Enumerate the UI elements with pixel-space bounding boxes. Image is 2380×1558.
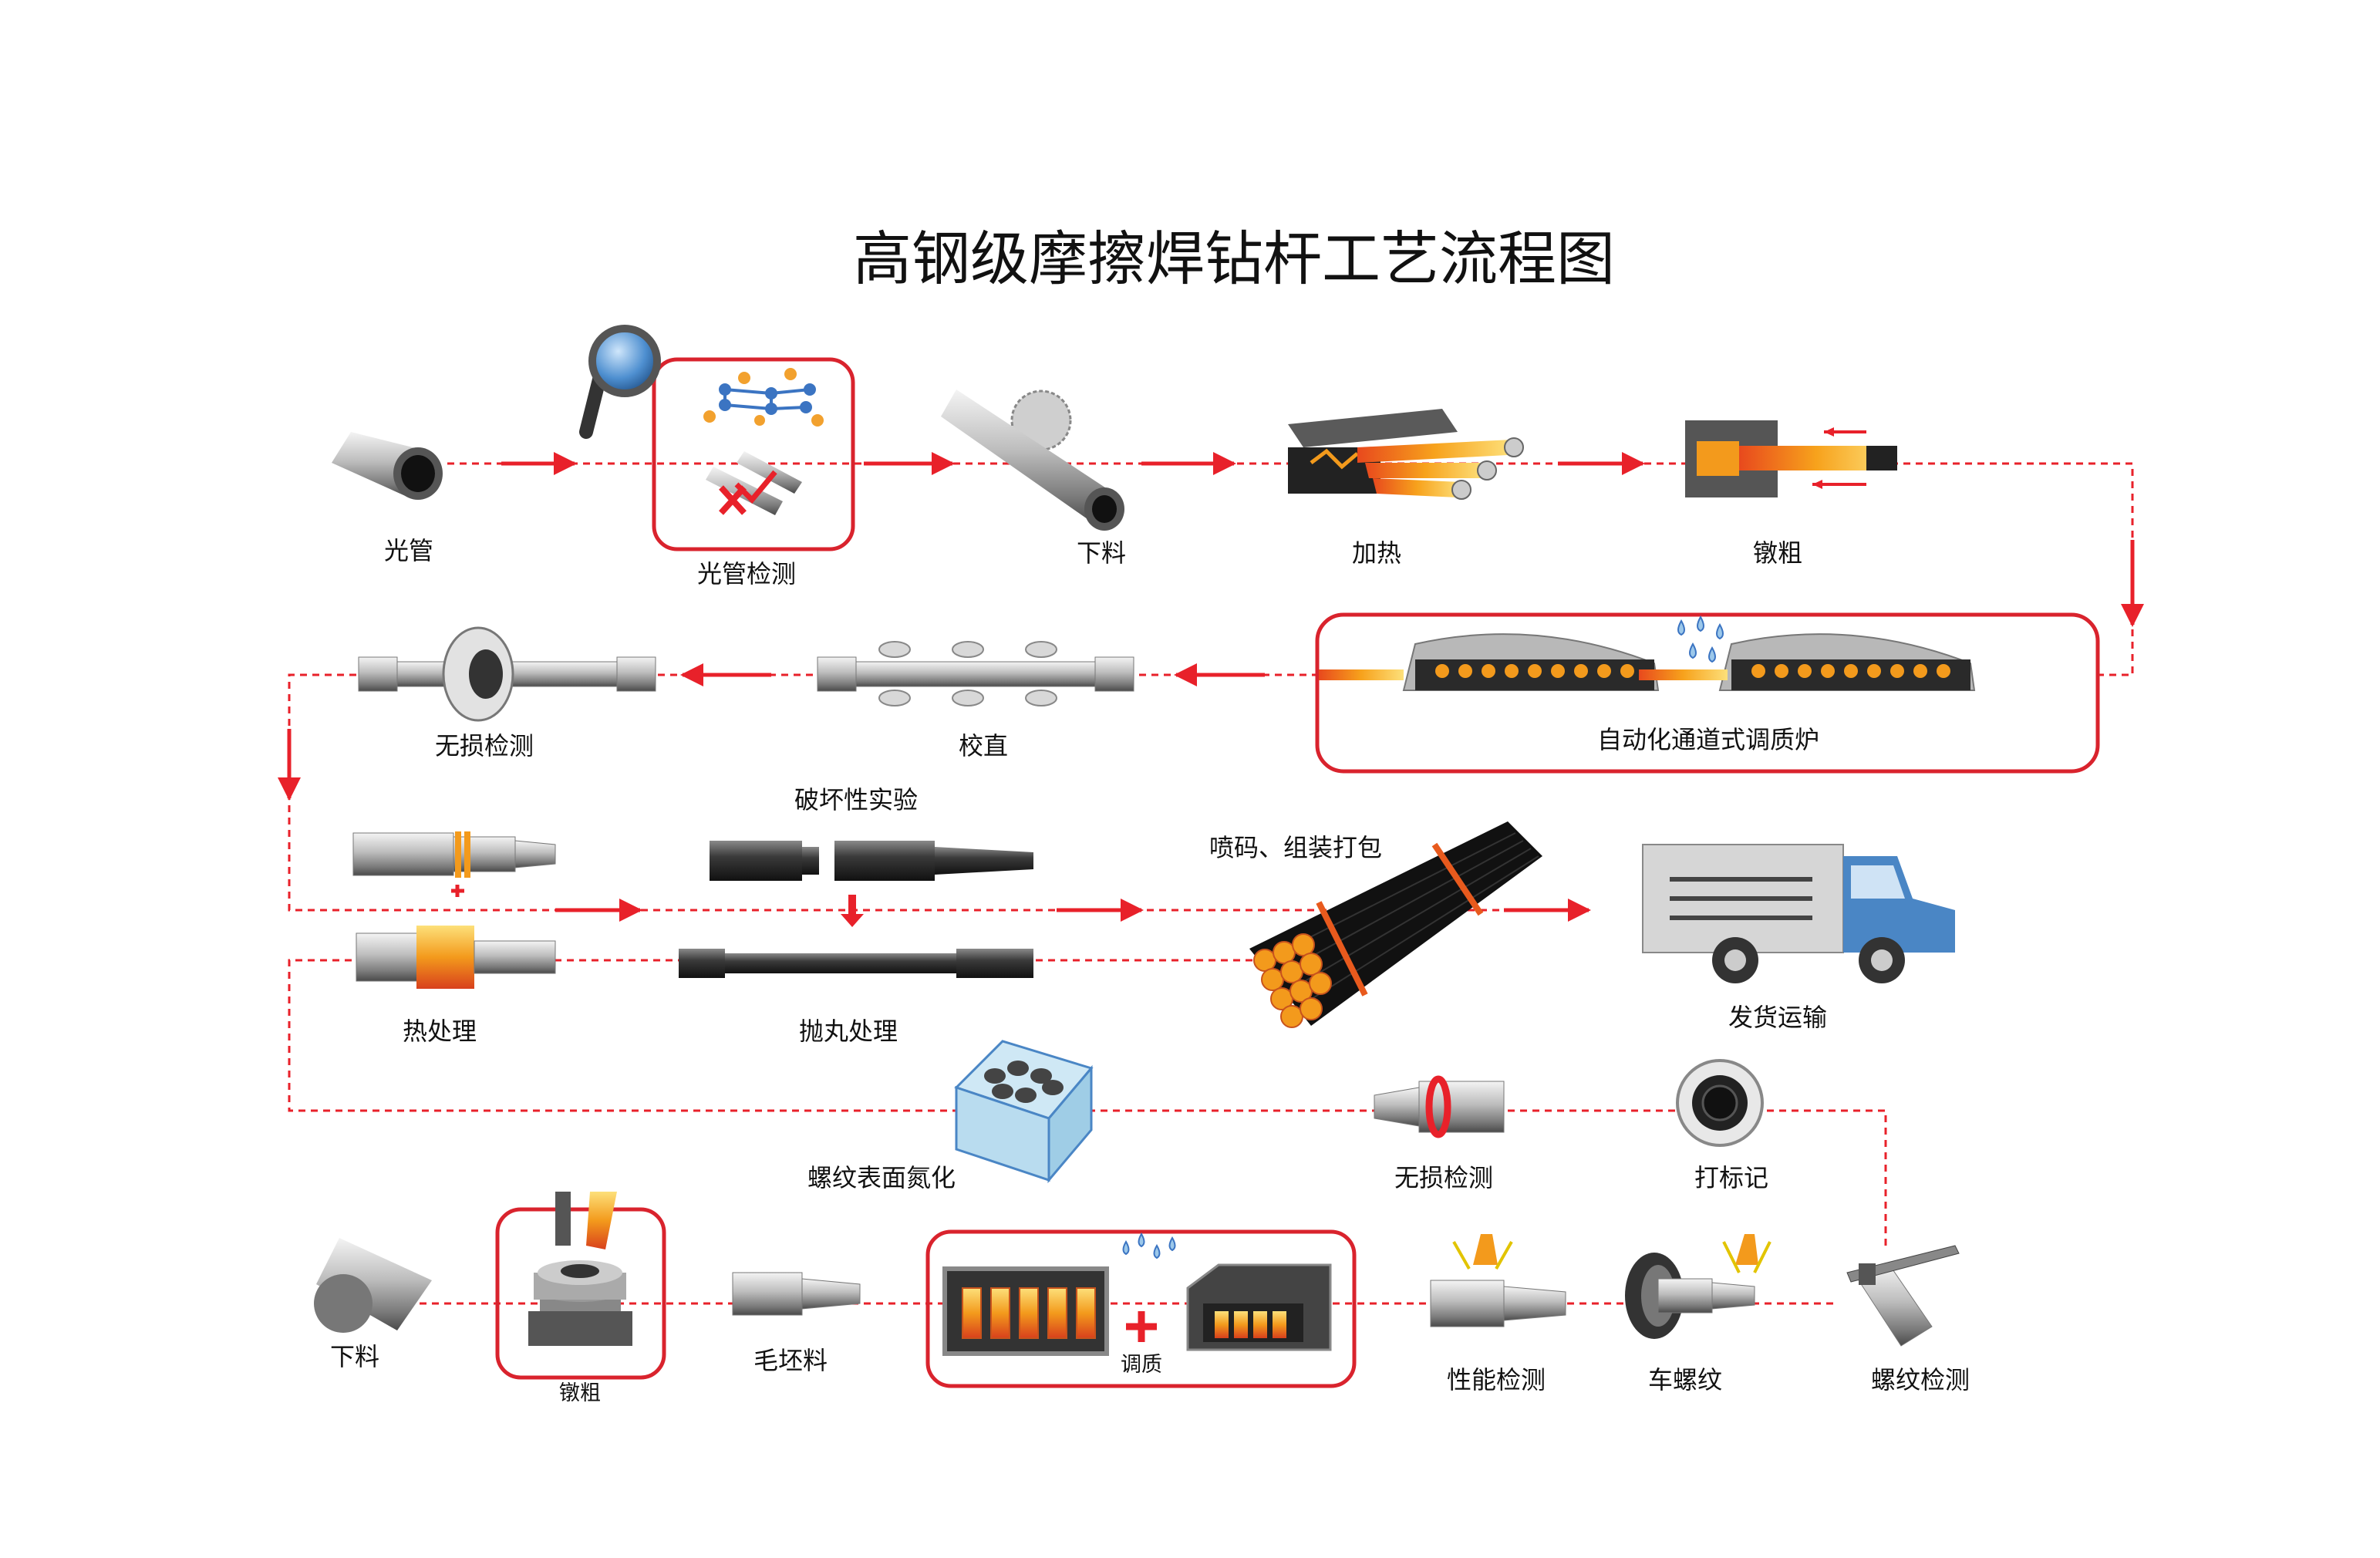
molecule-icon — [703, 368, 824, 427]
lathe-icon — [1625, 1234, 1772, 1339]
defect-check-icon — [706, 451, 802, 515]
tool-joint-icon — [352, 831, 556, 989]
label-cutting-2: 下料 — [330, 1342, 379, 1371]
label-performance-test: 性能检测 — [1447, 1365, 1546, 1394]
straightening-icon — [817, 641, 1134, 706]
pipe-bundle-icon — [1249, 821, 1542, 1028]
highlight-frames — [495, 357, 2100, 1388]
pipe-icon — [332, 432, 443, 500]
label-heat-treatment: 热处理 — [403, 1017, 477, 1046]
nitriding-box-icon — [954, 1040, 1094, 1184]
label-marking: 打标记 — [1694, 1163, 1768, 1192]
label-thread-inspection: 螺纹检测 — [1871, 1365, 1970, 1394]
label-ndt-2: 无损检测 — [1394, 1163, 1493, 1192]
performance-test-icon — [1430, 1234, 1566, 1327]
label-straightening: 校直 — [959, 731, 1008, 760]
label-upsetting-2: 镦粗 — [559, 1381, 601, 1405]
forging-press-icon — [528, 1192, 632, 1346]
thread-gauge-icon — [1846, 1245, 1960, 1347]
quench-furnace-icon — [942, 1233, 1332, 1356]
label-heating: 加热 — [1352, 538, 1401, 568]
label-thread-nitriding: 螺纹表面氮化 — [807, 1163, 956, 1192]
label-thread-turning: 车螺纹 — [1648, 1365, 1722, 1394]
ndt-joint-icon — [1374, 1075, 1505, 1138]
label-cutting: 下料 — [1077, 538, 1126, 568]
label-ndt-1: 无损检测 — [435, 731, 534, 760]
label-shot-blasting: 抛丸处理 — [799, 1017, 898, 1046]
label-blank: 毛坯料 — [753, 1346, 828, 1375]
furnace-icon — [1288, 409, 1524, 500]
diagram-title: 高钢级摩擦焊钻杆工艺流程图 — [853, 224, 1615, 293]
saw-icon — [941, 390, 1124, 531]
label-pipe-inspection: 光管检测 — [697, 559, 796, 588]
blank-icon — [732, 1272, 861, 1316]
label-marking-packing: 喷码、组装打包 — [1209, 833, 1382, 862]
label-quench-temper: 调质 — [1121, 1353, 1162, 1377]
water-spray-icon — [1677, 615, 1724, 663]
label-shipping: 发货运输 — [1728, 1003, 1827, 1032]
marking-disc-icon — [1676, 1059, 1764, 1147]
truck-icon — [1642, 844, 1955, 983]
label-tunnel-quenching-furnace: 自动化通道式调质炉 — [1597, 725, 1819, 754]
shot-blasting-icon — [679, 949, 1033, 978]
label-destructive-test: 破坏性实验 — [794, 785, 918, 814]
label-upsetting: 镦粗 — [1753, 538, 1802, 568]
flow-arrows — [278, 452, 2144, 922]
label-bare-pipe: 光管 — [384, 536, 433, 565]
destructive-test-icon — [710, 841, 1033, 927]
bar-stock-icon — [314, 1238, 432, 1333]
ndt-ring-icon — [358, 626, 656, 722]
upsetting-icon — [1685, 420, 1897, 497]
tunnel-furnace-icon — [1319, 633, 1976, 691]
magnifier-icon — [579, 325, 661, 439]
